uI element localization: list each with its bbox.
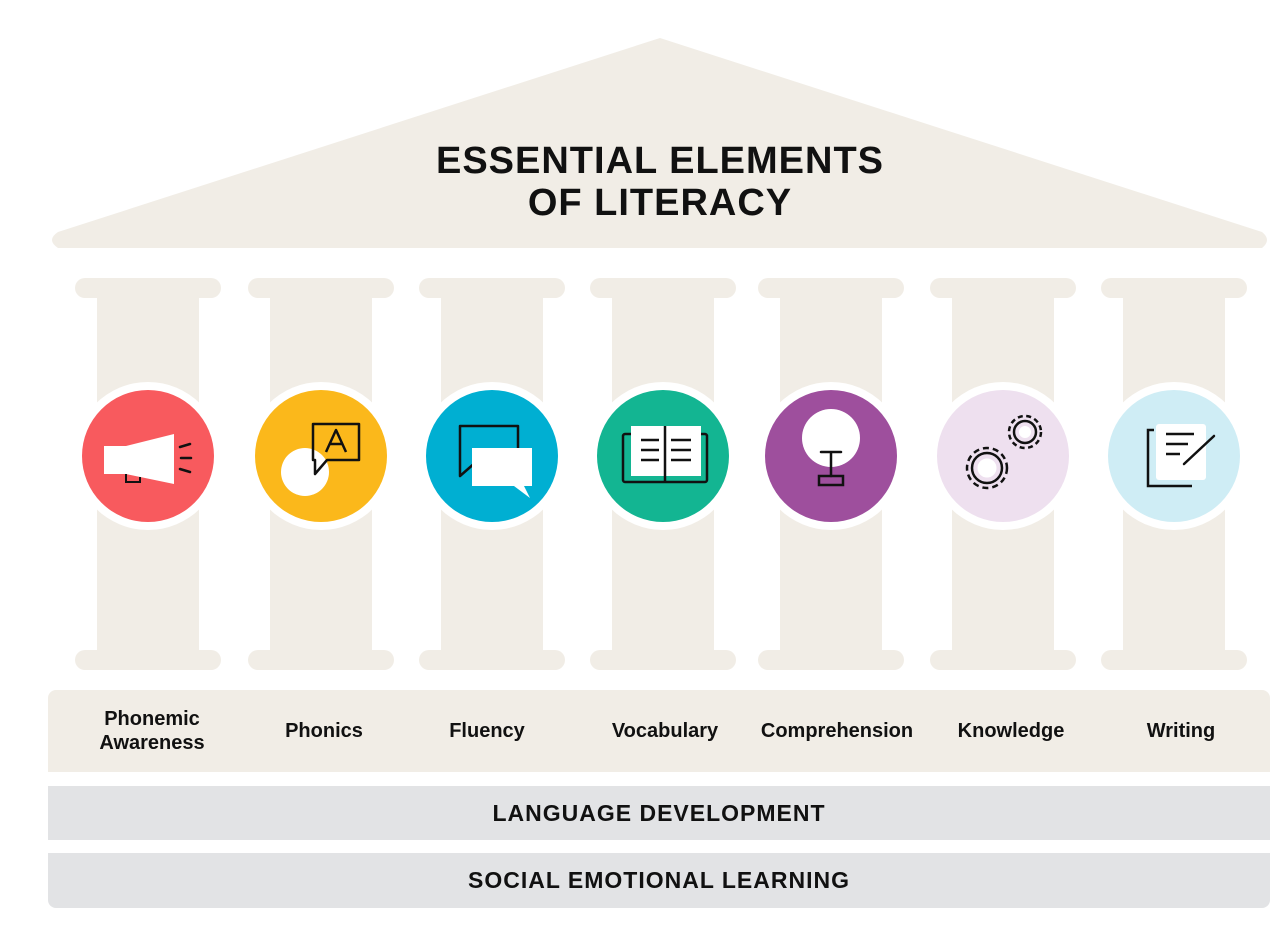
open-book-icon <box>621 426 709 484</box>
note-pencil-icon <box>1146 424 1216 488</box>
pillar-base <box>930 650 1076 670</box>
label-text: Vocabulary <box>611 720 719 742</box>
pillar-capital <box>419 278 565 298</box>
phonics-disc <box>255 390 387 522</box>
pillar-vocabulary <box>589 278 737 670</box>
comprehension-disc <box>765 390 897 522</box>
label-phonics: Phonics <box>234 706 414 756</box>
gears-icon <box>965 414 1043 490</box>
social-emotional-learning-band: SOCIAL EMOTIONAL LEARNING <box>48 853 1270 908</box>
pillar-capital <box>930 278 1076 298</box>
pillar-base <box>758 650 904 670</box>
label-text: Comprehension <box>760 720 914 742</box>
pillar-medallion <box>247 382 395 530</box>
writing-disc <box>1108 390 1240 522</box>
pillar-medallion <box>418 382 566 530</box>
title-line-1: ESSENTIAL ELEMENTS <box>435 140 885 182</box>
pillar-knowledge <box>929 278 1077 670</box>
letter-speech-bubble-icon <box>281 422 361 496</box>
pillar-medallion <box>757 382 905 530</box>
title-line-2: OF LITERACY <box>527 182 793 224</box>
temple-base <box>48 690 1270 772</box>
pillar-capital <box>1101 278 1247 298</box>
vocabulary-disc <box>597 390 729 522</box>
label-phonemic-awareness: Phonemic Awareness <box>62 706 242 756</box>
pillar-fluency <box>418 278 566 670</box>
pillar-medallion <box>929 382 1077 530</box>
pillar-capital <box>590 278 736 298</box>
pillar-medallion <box>74 382 222 530</box>
pillar-capital <box>758 278 904 298</box>
pillar-phonics <box>247 278 395 670</box>
temple-roof <box>52 38 1267 248</box>
pillar-capital <box>75 278 221 298</box>
knowledge-disc <box>937 390 1069 522</box>
lightbulb-icon <box>802 409 860 487</box>
pillar-medallion <box>1100 382 1248 530</box>
label-fluency: Fluency <box>397 706 577 756</box>
label-vocabulary: Vocabulary <box>575 706 755 756</box>
fluency-disc <box>426 390 558 522</box>
phonemic-awareness-disc <box>82 390 214 522</box>
label-text: Writing <box>1146 720 1216 742</box>
language-development-band: LANGUAGE DEVELOPMENT <box>48 786 1270 840</box>
conversation-bubbles-icon <box>458 424 532 498</box>
pillar-capital <box>248 278 394 298</box>
label-writing: Writing <box>1091 706 1271 756</box>
pillar-phonemic-awareness <box>74 278 222 670</box>
pillar-comprehension <box>757 278 905 670</box>
pillar-base <box>590 650 736 670</box>
megaphone-icon <box>104 434 193 484</box>
label-text: Fluency <box>449 720 525 742</box>
pillar-medallion <box>589 382 737 530</box>
label-text: Phonics <box>285 720 363 742</box>
language-development-label: LANGUAGE DEVELOPMENT <box>492 799 826 826</box>
diagram-title: ESSENTIAL ELEMENTS OF LITERACY <box>360 140 960 224</box>
pillar-base <box>75 650 221 670</box>
pillar-writing <box>1100 278 1248 670</box>
pillar-base <box>419 650 565 670</box>
label-text: Knowledge <box>957 720 1065 742</box>
pillar-base <box>1101 650 1247 670</box>
label-text: Phonemic Awareness <box>99 708 205 754</box>
label-comprehension: Comprehension <box>747 706 927 756</box>
label-knowledge: Knowledge <box>921 706 1101 756</box>
social-emotional-learning-label: SOCIAL EMOTIONAL LEARNING <box>468 867 850 893</box>
pillar-base <box>248 650 394 670</box>
